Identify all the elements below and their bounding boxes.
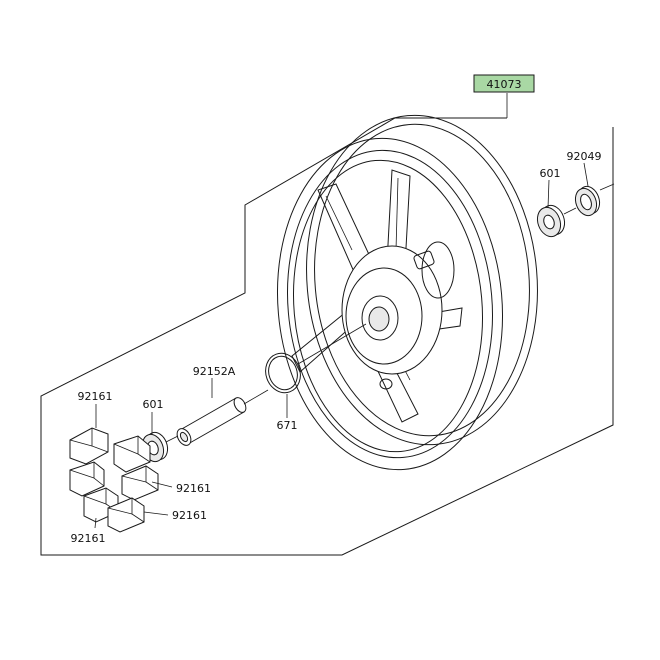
seal-right [574,185,601,217]
damper-mid-left [69,461,105,497]
damper-mid-right [121,465,159,501]
label-92049: 92049 [567,150,602,163]
label-92161-mid-right: 92161 [176,482,211,495]
label-601-right: 601 [540,167,561,180]
label-601-left: 601 [143,398,164,411]
wheel-hub [341,241,455,390]
wheel-rim [276,114,538,471]
assembly-frame [40,117,614,556]
assembly-badge: 41073 [473,74,535,93]
label-92161-bottom-right: 92161 [172,509,207,522]
bearing-right [536,204,566,238]
damper-upper-right [113,435,151,473]
bearing-left [141,431,169,463]
label-92152a: 92152A [193,365,236,378]
label-671: 671 [277,419,298,432]
axis-lines [165,183,615,443]
damper-top-left [69,427,109,465]
part-labels: 92049 601 92152A 601 671 92161 92161 921… [71,150,602,545]
damper-lower-right [107,497,145,533]
leader-lines [94,93,589,529]
label-92161-bottom-left: 92161 [71,532,106,545]
collar [176,397,247,446]
label-41073: 41073 [487,78,522,91]
o-ring [265,352,301,394]
label-92161-top-left: 92161 [78,390,113,403]
